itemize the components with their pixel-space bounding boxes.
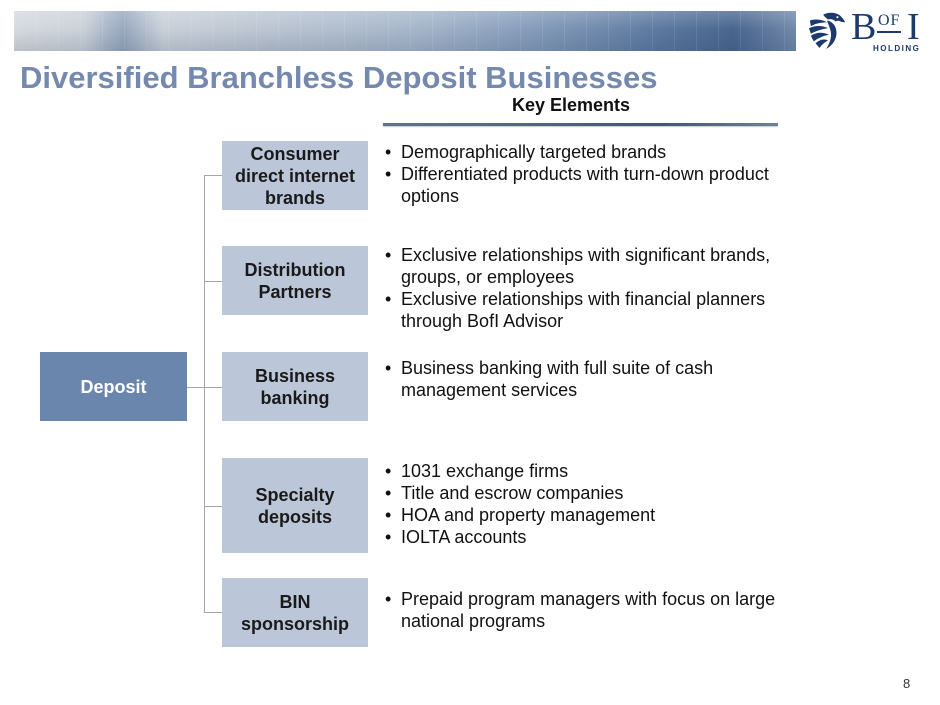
bullet-list-consumer-direct: Demographically targeted brands Differen…: [383, 141, 801, 207]
branch-label: Business banking: [254, 365, 336, 408]
bullet-list-distribution-partners: Exclusive relationships with significant…: [383, 244, 801, 332]
branch-box-bin-sponsorship: BIN sponsorship: [222, 578, 368, 647]
bullet-item: Demographically targeted brands: [383, 141, 801, 163]
bullet-item: IOLTA accounts: [383, 526, 801, 548]
connector-root-line: [187, 387, 204, 388]
connector-branch-line: [204, 387, 222, 388]
slide-title: Diversified Branchless Deposit Businesse…: [20, 60, 658, 95]
connector-branch-line: [204, 612, 222, 613]
branch-label: BIN sponsorship: [240, 591, 349, 634]
connector-branch-line: [204, 506, 222, 507]
branch-box-specialty-deposits: Specialty deposits: [222, 458, 368, 553]
bullet-list-business-banking: Business banking with full suite of cash…: [383, 357, 801, 401]
branch-box-consumer-direct: Consumer direct internet brands: [222, 141, 368, 210]
bullet-list-bin-sponsorship: Prepaid program managers with focus on l…: [383, 588, 801, 632]
branch-label: Distribution Partners: [244, 259, 346, 302]
logo-letters-of: OF: [877, 13, 902, 33]
bullet-item: Exclusive relationships with financial p…: [383, 288, 801, 332]
branch-label: Consumer direct internet brands: [234, 143, 356, 208]
page-number: 8: [903, 676, 911, 691]
logo-letter-b: B: [851, 6, 877, 48]
connector-branch-line: [204, 281, 222, 282]
header-banner: [14, 11, 796, 51]
logo-subtitle: HOLDING: [873, 44, 921, 53]
branch-label: Specialty deposits: [255, 484, 335, 527]
eagle-logo-icon: [808, 12, 846, 49]
connector-branch-line: [204, 175, 222, 176]
bullet-item: Prepaid program managers with focus on l…: [383, 588, 801, 632]
bullet-item: Title and escrow companies: [383, 482, 801, 504]
key-elements-heading: Key Elements: [512, 95, 631, 115]
key-elements-rule: [383, 123, 778, 126]
bullet-item: Differentiated products with turn-down p…: [383, 163, 801, 207]
company-logo: B OF I HOLDING: [806, 6, 928, 56]
root-box-deposit: Deposit: [40, 352, 187, 421]
root-label: Deposit: [80, 376, 147, 397]
bullet-list-specialty-deposits: 1031 exchange firms Title and escrow com…: [383, 460, 801, 548]
bullet-item: HOA and property management: [383, 504, 801, 526]
branch-box-business-banking: Business banking: [222, 352, 368, 421]
branch-box-distribution-partners: Distribution Partners: [222, 246, 368, 315]
logo-letter-i: I: [907, 6, 920, 48]
bullet-item: Business banking with full suite of cash…: [383, 357, 801, 401]
connector-trunk-line: [204, 175, 205, 613]
bullet-item: 1031 exchange firms: [383, 460, 801, 482]
bullet-item: Exclusive relationships with significant…: [383, 244, 801, 288]
